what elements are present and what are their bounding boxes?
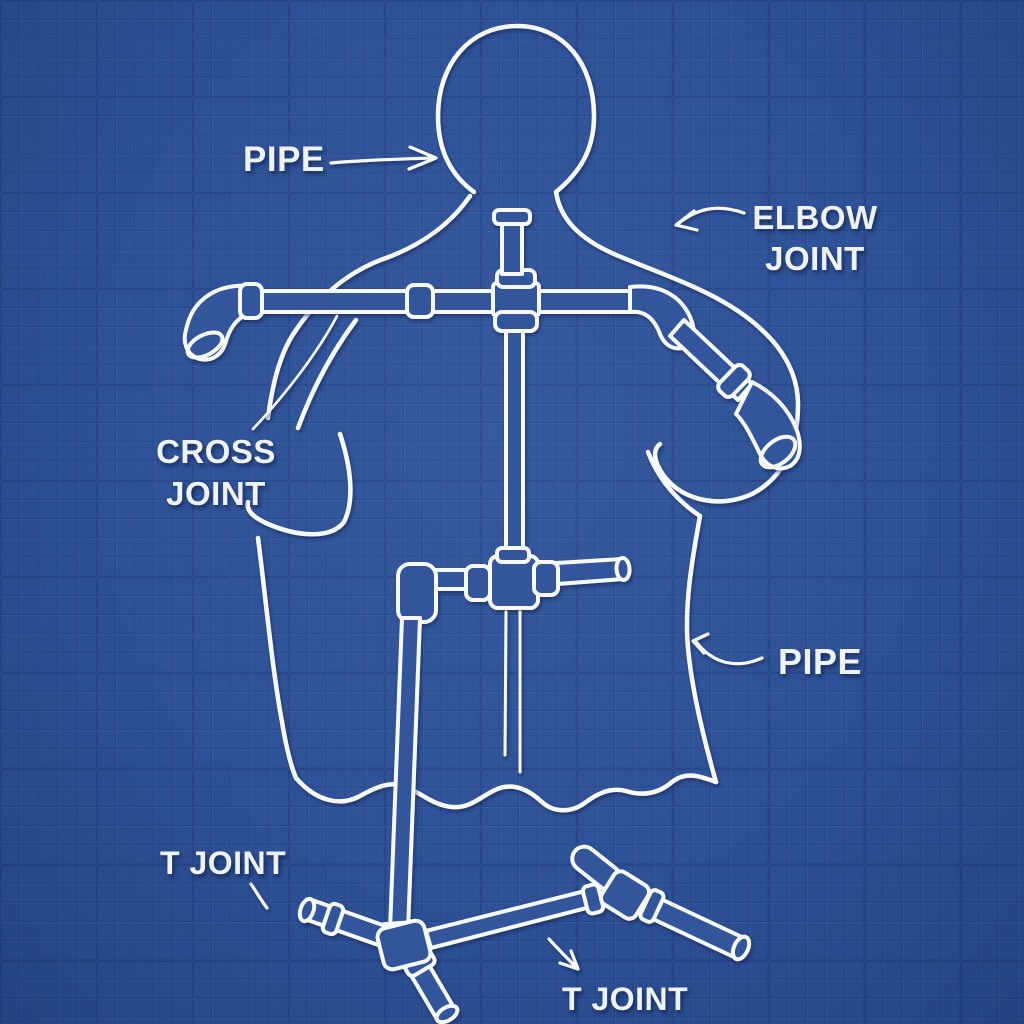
silhouette-right-cape-edge bbox=[684, 513, 719, 785]
cross-joint-socket-bottom bbox=[493, 310, 539, 333]
pipe-top-arrow bbox=[329, 145, 438, 171]
pipe-hip-right-open-end bbox=[614, 556, 632, 582]
label-cross-joint-line1: CROSS bbox=[156, 433, 276, 470]
pipe-base-front-open-end bbox=[297, 896, 317, 924]
t-joint-hip-socket-top bbox=[495, 546, 531, 564]
label-elbow-joint: ELBOW JOINT bbox=[727, 197, 903, 279]
t-joint-bottom-arrow bbox=[547, 937, 580, 971]
elbow-joint-hip-left bbox=[396, 562, 438, 624]
label-t-joint-left: T JOINT bbox=[160, 845, 287, 881]
label-cross-joint-line2: JOINT bbox=[166, 475, 266, 512]
pipe-front-leg bbox=[388, 616, 422, 932]
coupling-base-front bbox=[320, 901, 346, 937]
cross-joint-leader bbox=[251, 314, 339, 431]
pipe-base-crossbar bbox=[424, 886, 604, 950]
label-pipe-top: PIPE bbox=[243, 140, 325, 179]
silhouette-left-cape-edge bbox=[255, 535, 299, 781]
pipe-base-front-lower-open-end bbox=[434, 1003, 460, 1024]
pipe-spine bbox=[504, 328, 525, 564]
t-joint-hip-socket-right bbox=[532, 560, 560, 597]
pipe-arm-left bbox=[254, 289, 498, 314]
elbow-joint-arrow bbox=[674, 206, 746, 232]
pipe-arm-right-open-end bbox=[758, 434, 798, 470]
pipe-right-arrow bbox=[691, 632, 764, 666]
label-elbow-joint-line2: JOINT bbox=[765, 240, 865, 277]
silhouette-head-right-arm bbox=[435, 23, 801, 504]
pipe-neck bbox=[500, 220, 524, 276]
t-joint-base-right bbox=[598, 869, 652, 921]
label-t-joint-bottom: T JOINT bbox=[562, 981, 689, 1017]
t-joint-left-leader bbox=[249, 882, 269, 910]
pipe-base-right-open-end bbox=[730, 934, 752, 962]
silhouette-left-drape-line bbox=[295, 317, 359, 431]
elbow-joint-hand-right bbox=[734, 380, 802, 471]
annotation-arrows bbox=[249, 145, 764, 971]
coupling-arm-right bbox=[716, 363, 752, 399]
silhouette-right-underhand bbox=[645, 449, 703, 519]
pipe-neck-flare bbox=[492, 208, 532, 226]
label-pipe-right: PIPE bbox=[778, 641, 863, 682]
body-silhouette bbox=[245, 23, 801, 813]
coupling-arm-left-end bbox=[238, 282, 264, 320]
silhouette-left-shoulder bbox=[265, 193, 473, 421]
silhouette-hem bbox=[293, 773, 719, 813]
pipe-skeleton bbox=[182, 208, 802, 1024]
label-cross-joint: CROSS JOINT bbox=[128, 431, 304, 515]
pipe-arm-right bbox=[530, 289, 636, 314]
pipe-arm-left-open-end bbox=[185, 330, 225, 360]
silhouette-left-curl bbox=[245, 431, 353, 537]
t-joint-hip-socket-left bbox=[464, 564, 492, 602]
label-elbow-joint-line1: ELBOW bbox=[752, 199, 878, 236]
pipe-spine-lower bbox=[503, 610, 522, 774]
t-joint-base-front bbox=[375, 918, 433, 972]
pipe-hip-right bbox=[554, 557, 625, 586]
coupling-arm-left bbox=[405, 283, 435, 319]
